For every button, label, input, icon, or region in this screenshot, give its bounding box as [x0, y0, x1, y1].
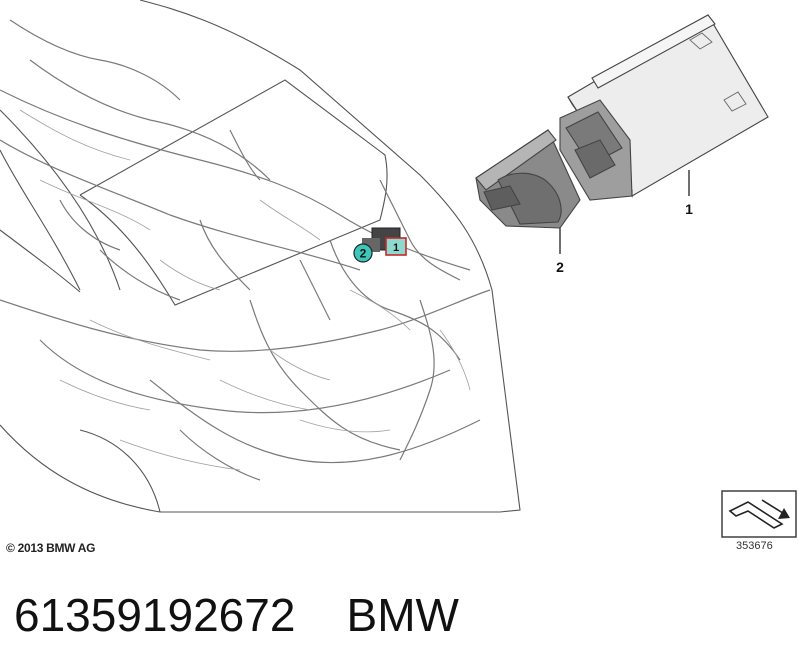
- part-number: 61359192672: [14, 589, 296, 641]
- wiring-harness: [0, 19, 491, 481]
- callout-label-1: 1: [685, 201, 693, 217]
- control-unit-part[interactable]: [559, 14, 769, 201]
- arrow-return-icon[interactable]: [721, 490, 797, 538]
- locator-marker-2-label: 2: [360, 247, 367, 261]
- locator-marker-1[interactable]: 1: [385, 237, 407, 256]
- brand-name: BMW: [346, 589, 459, 641]
- locator-marker-2[interactable]: 2: [353, 243, 373, 263]
- car-outline: [0, 0, 521, 513]
- footer-spacer: [295, 589, 346, 641]
- diagram-reference-number: 353676: [736, 540, 773, 552]
- copyright-notice: © 2013 BMW AG: [6, 541, 96, 555]
- locator-marker-1-label: 1: [393, 242, 399, 254]
- wiring-harness-detail: [19, 109, 471, 471]
- parts-diagram: 2 1 1 2: [0, 0, 797, 538]
- leader-lines: [559, 170, 690, 254]
- callout-label-2: 2: [556, 259, 564, 275]
- part-footer: 61359192672 BMW: [14, 588, 459, 642]
